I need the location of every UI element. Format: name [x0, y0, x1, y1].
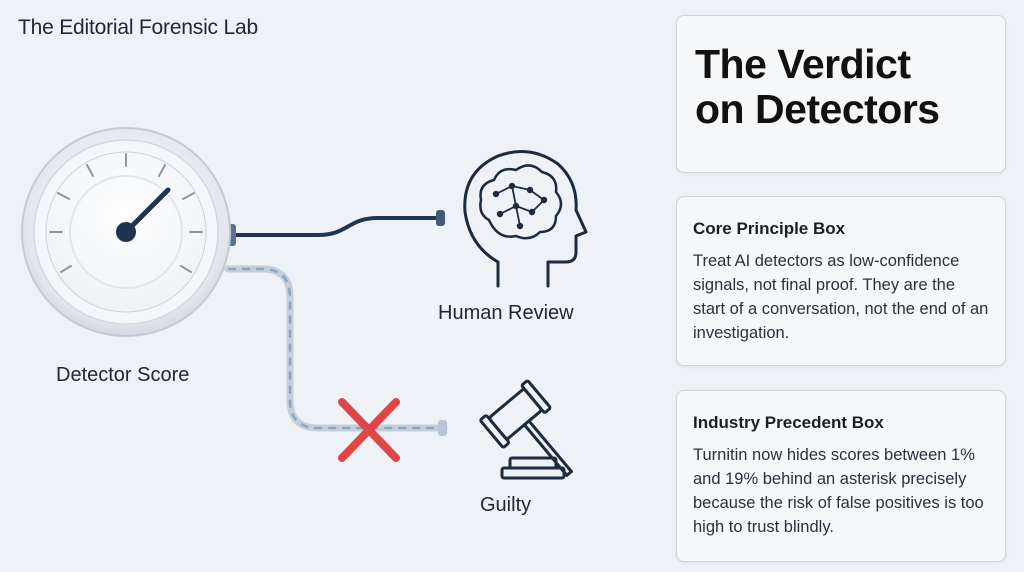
human-review-label: Human Review	[438, 302, 574, 324]
gavel-icon	[479, 379, 573, 480]
industry-precedent-title: Industry Precedent Box	[693, 413, 884, 432]
verdict-title-line2: on Detectors	[695, 86, 940, 132]
detector-score-label: Detector Score	[56, 364, 190, 386]
guilty-connector-end	[438, 420, 447, 436]
flow-diagram	[21, 127, 588, 480]
verdict-title-card: The Verdict on Detectors	[676, 15, 1006, 173]
verdict-title-line1: The Verdict	[695, 41, 911, 87]
gauge-icon	[21, 127, 231, 337]
industry-precedent-card: Industry Precedent Box Turnitin now hide…	[676, 390, 1006, 562]
brain-head-icon	[463, 150, 588, 288]
brand-title: The Editorial Forensic Lab	[18, 16, 258, 39]
x-mark-icon	[338, 398, 400, 462]
core-principle-title: Core Principle Box	[693, 219, 846, 238]
core-principle-body: Treat AI detectors as low-confidence sig…	[693, 252, 989, 342]
core-principle-card: Core Principle Box Treat AI detectors as…	[676, 196, 1006, 366]
review-connector-end	[436, 210, 445, 226]
verdict-title: The Verdict on Detectors	[695, 42, 1005, 132]
dashed-path-to-guilty-dashes	[228, 267, 444, 430]
solid-path-to-review	[230, 216, 442, 237]
industry-precedent-body: Turnitin now hides scores between 1% and…	[693, 446, 984, 536]
guilty-label: Guilty	[480, 494, 532, 516]
dashed-path-to-guilty	[224, 265, 448, 432]
